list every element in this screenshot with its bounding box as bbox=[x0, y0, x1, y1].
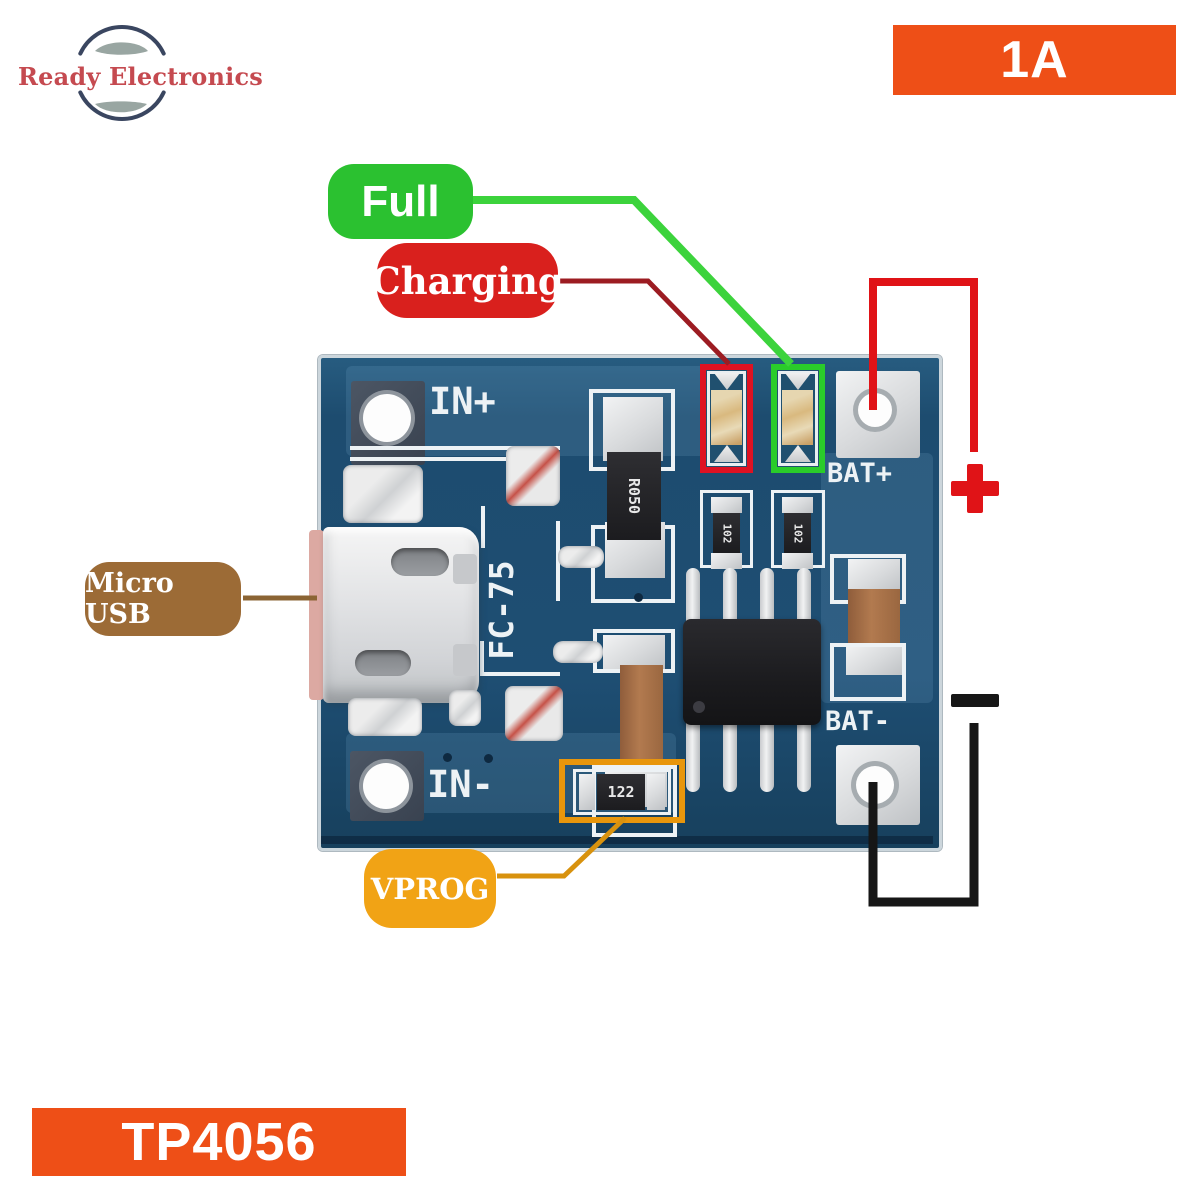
ic-pin bbox=[760, 718, 774, 792]
silkscreen-fc75: FC-75 bbox=[482, 560, 521, 660]
current-set-resistor: R050 bbox=[607, 452, 661, 540]
mount-hole bbox=[363, 394, 411, 442]
resistor-pad bbox=[711, 553, 742, 569]
vprog-resistor: 122 bbox=[597, 774, 645, 810]
callout-vprog: VPROG bbox=[364, 849, 496, 928]
logo-bottom-arc bbox=[78, 90, 166, 121]
silkscreen-in-plus: IN+ bbox=[429, 380, 496, 423]
ic-pin bbox=[797, 568, 811, 624]
usb-slot bbox=[355, 650, 411, 676]
brand-logo-text: Ready Electronics bbox=[18, 62, 263, 91]
charging-led-pointer-line bbox=[558, 278, 731, 366]
led-resistor-left: 102 bbox=[713, 513, 740, 553]
micro-usb-connector bbox=[323, 527, 479, 703]
resistor-marking: R050 bbox=[625, 477, 643, 515]
led-frame bbox=[778, 371, 818, 466]
capacitor-frame bbox=[830, 643, 906, 701]
ic-pin bbox=[723, 718, 737, 792]
callout-full: Full bbox=[328, 164, 473, 239]
silkscreen-bat-minus: BAT- bbox=[825, 706, 891, 737]
resistor-pad bbox=[647, 774, 665, 810]
silkscreen-bat-plus: BAT+ bbox=[827, 458, 893, 489]
ic-pin bbox=[686, 568, 700, 624]
bat-minus-pad bbox=[836, 745, 920, 825]
usb-slot bbox=[391, 548, 449, 576]
callout-micro-usb: Micro USB bbox=[85, 562, 241, 636]
mount-pad-bottom-left bbox=[350, 751, 424, 821]
mount-pad-top-left bbox=[351, 381, 425, 465]
ic-pin bbox=[797, 718, 811, 792]
capacitor-center bbox=[620, 665, 663, 775]
resistor-marking: 102 bbox=[791, 523, 804, 543]
logo-top-arc bbox=[78, 25, 166, 56]
silkscreen-in-minus: IN- bbox=[427, 763, 494, 806]
silkscreen-line bbox=[480, 641, 484, 676]
bat-minus-hole bbox=[856, 766, 894, 804]
part-number-banner: TP4056 bbox=[32, 1108, 406, 1176]
ic-pin bbox=[686, 718, 700, 792]
led-resistor-frame: 102 bbox=[771, 490, 825, 569]
solder-blob bbox=[506, 446, 560, 506]
ic-pin bbox=[760, 568, 774, 624]
capacitor-pad bbox=[848, 559, 900, 593]
capacitor-pad bbox=[603, 635, 665, 669]
resistor-pad bbox=[711, 497, 742, 513]
via bbox=[443, 753, 452, 762]
full-led-outline bbox=[771, 364, 825, 473]
charging-led-outline bbox=[700, 364, 753, 473]
silkscreen-line bbox=[481, 506, 485, 548]
mount-hole bbox=[363, 763, 409, 809]
logo-lens-top bbox=[95, 42, 148, 55]
ic-pin1-dot bbox=[693, 701, 705, 713]
battery-negative-icon bbox=[951, 694, 999, 707]
solder-blob bbox=[553, 641, 603, 663]
bat-plus-hole bbox=[858, 393, 892, 427]
silkscreen-line bbox=[480, 672, 560, 676]
solder-blob bbox=[505, 686, 563, 741]
pcb-edge-shadow bbox=[321, 836, 933, 844]
resistor-pad bbox=[579, 774, 595, 810]
solder-blob bbox=[348, 698, 422, 736]
silkscreen-line bbox=[350, 446, 560, 450]
brand-logo-mark bbox=[78, 25, 166, 121]
led-resistor-right: 102 bbox=[784, 513, 811, 553]
silkscreen-line bbox=[350, 457, 560, 461]
ic-pin bbox=[723, 568, 737, 624]
battery-positive-icon bbox=[951, 464, 999, 513]
tp4056-ic bbox=[683, 619, 821, 725]
solder-blob bbox=[343, 465, 423, 523]
usb-notch bbox=[453, 644, 477, 676]
resistor-frame bbox=[573, 769, 671, 815]
solder-blob bbox=[449, 690, 481, 726]
resistor-marking: 102 bbox=[720, 523, 733, 543]
resistor-pad bbox=[603, 397, 663, 461]
resistor-marking: 122 bbox=[607, 783, 635, 801]
usb-notch bbox=[453, 554, 477, 584]
capacitor-right bbox=[848, 589, 900, 651]
tp4056-board: IN+ BAT+ BAT- IN- FC-75 R050 bbox=[309, 355, 942, 851]
resistor-pad bbox=[782, 553, 813, 569]
led-resistor-frame: 102 bbox=[700, 490, 753, 569]
full-led bbox=[782, 390, 813, 445]
callout-charging: Charging bbox=[371, 243, 564, 318]
usb-board-edge bbox=[309, 530, 324, 700]
resistor-pad bbox=[782, 497, 813, 513]
capacitor-pad bbox=[846, 645, 902, 675]
brand-logo: Ready Electronics bbox=[10, 15, 263, 137]
via bbox=[634, 593, 643, 602]
via bbox=[484, 754, 493, 763]
bat-plus-pad bbox=[836, 371, 920, 458]
solder-blob bbox=[558, 546, 604, 568]
charging-led bbox=[711, 390, 742, 445]
current-rating-badge: 1A bbox=[893, 25, 1176, 95]
logo-lens-bottom bbox=[95, 101, 147, 113]
led-frame bbox=[707, 371, 746, 466]
